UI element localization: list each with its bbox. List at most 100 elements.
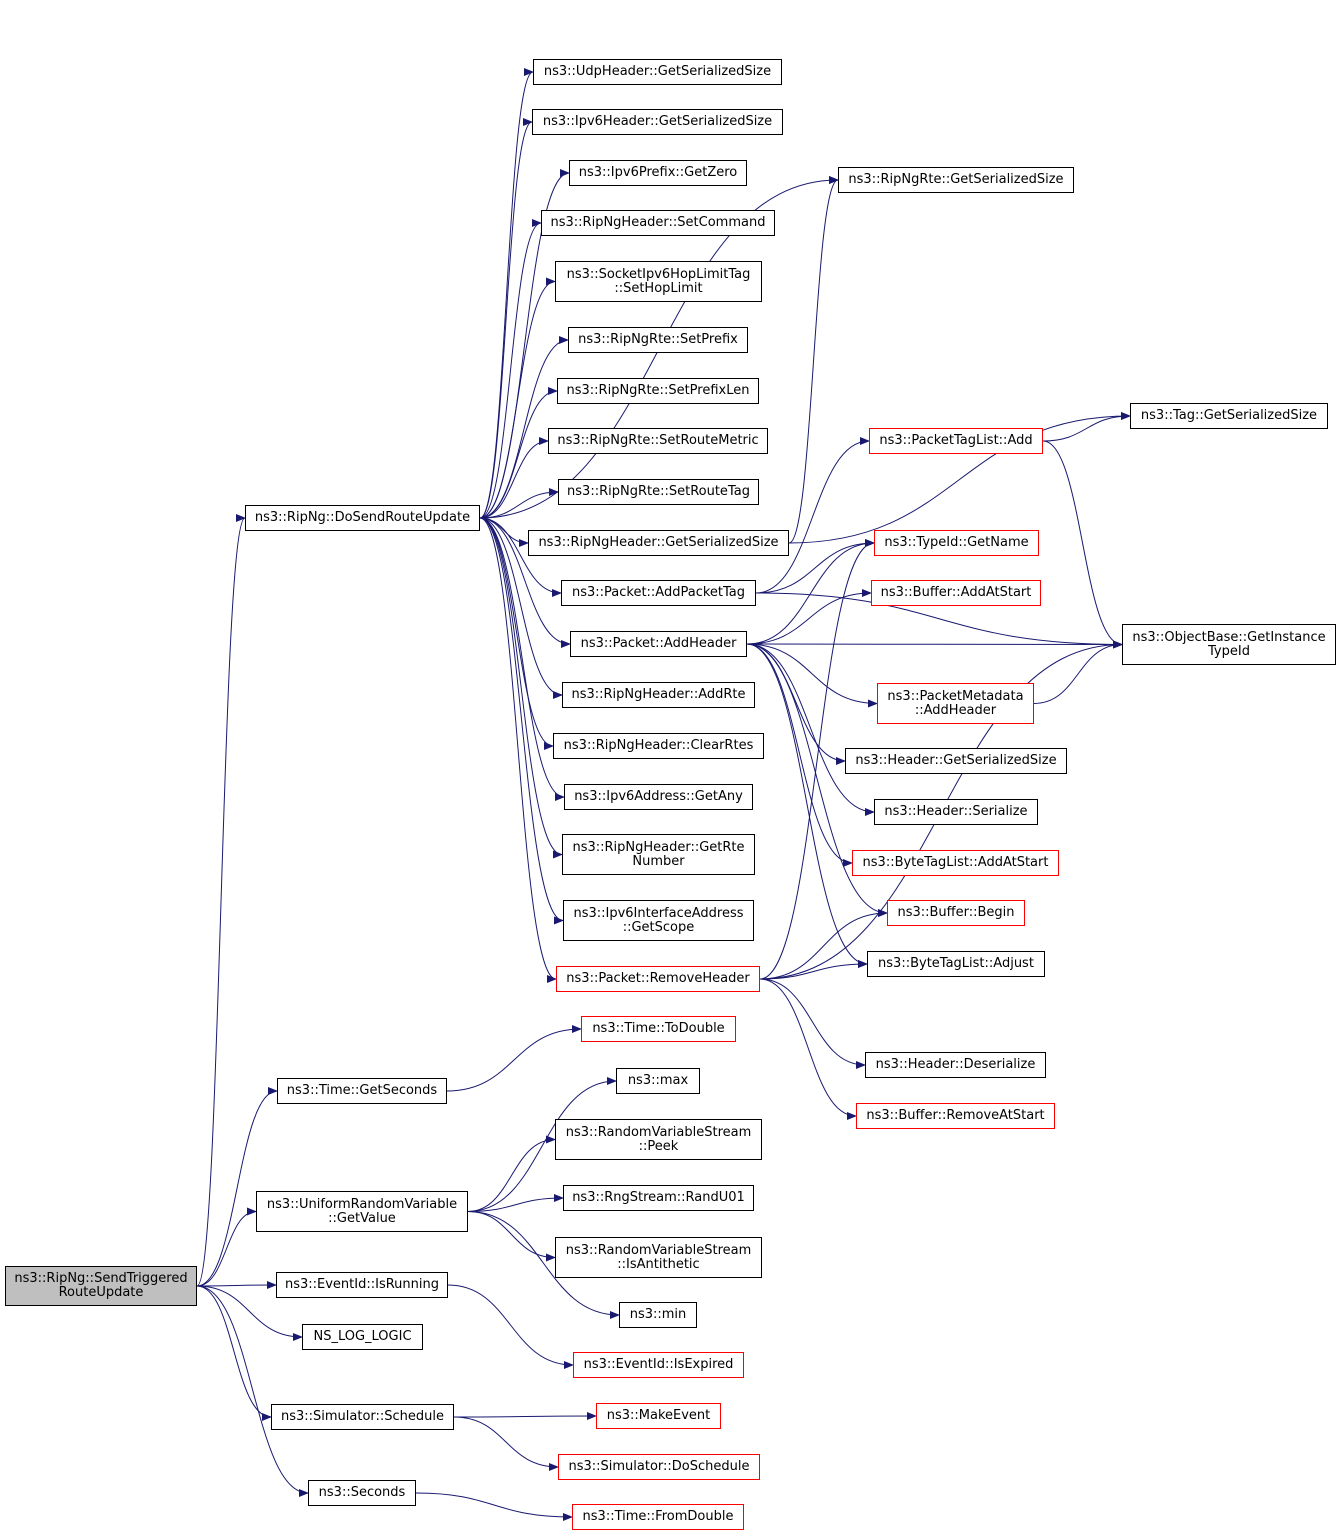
edge-pkt_remove-to-typeid_name	[759, 539, 875, 980]
node-buffer-remove-at-start[interactable]: ns3::Buffer::RemoveAtStart	[856, 1103, 1055, 1129]
edge-root-to-dosend	[196, 514, 246, 1287]
node-socket-ipv6-hop-limit-tag-set-hop-limit[interactable]: ns3::SocketIpv6HopLimitTag::SetHopLimit	[555, 261, 762, 302]
node-packet-remove-header[interactable]: ns3::Packet::RemoveHeader	[556, 966, 760, 992]
edge-pkt_remove-to-buf_begin	[759, 909, 888, 980]
node-ipv6-prefix-get-zero[interactable]: ns3::Ipv6Prefix::GetZero	[569, 160, 747, 186]
edge-urv_getvalue-to-ns3_max	[467, 1077, 617, 1212]
node-ripng-rte-set-prefix[interactable]: ns3::RipNgRte::SetPrefix	[568, 327, 748, 353]
edge-pkt_addtag-to-objbase_tid	[755, 592, 1123, 649]
node-ns-log-logic[interactable]: NS_LOG_LOGIC	[302, 1324, 423, 1350]
edge-pkt_addheader-to-pmeta_addh	[746, 643, 878, 708]
edge-dosend-to-pkt_addtag	[479, 517, 562, 597]
edge-dosend-to-ipv6if_scope	[479, 517, 564, 925]
node-ipv6-interface-address-get-scope[interactable]: ns3::Ipv6InterfaceAddress::GetScope	[563, 900, 754, 941]
edge-dosend-to-pkt_addheader	[479, 517, 571, 648]
node-tag-get-serialized-size[interactable]: ns3::Tag::GetSerializedSize	[1130, 403, 1328, 429]
node-event-id-is-running[interactable]: ns3::EventId::IsRunning	[276, 1272, 448, 1298]
node-packet-add-packet-tag[interactable]: ns3::Packet::AddPacketTag	[561, 580, 756, 606]
node-ripng-header-add-rte[interactable]: ns3::RipNgHeader::AddRte	[562, 682, 755, 708]
edge-urv_getvalue-to-rvs_isanti	[467, 1211, 556, 1262]
edge-dosend-to-pkt_remove	[479, 517, 557, 983]
edge-ripngh_gss-to-tag_gss	[788, 412, 1131, 544]
edge-pkt_addheader-to-buf_addstart	[746, 589, 872, 645]
edge-root-to-evt_isrunning	[196, 1281, 277, 1290]
edge-ripngh_gss-to-rte_gss	[788, 176, 839, 544]
edge-dosend-to-ripng_setcmd	[479, 219, 542, 519]
node-max[interactable]: ns3::max	[616, 1068, 700, 1094]
edge-pkt_addtag-to-ptl_add	[755, 437, 870, 594]
edge-pkt_addheader-to-objbase_tid	[746, 640, 1123, 649]
edge-root-to-time_getsec	[196, 1087, 278, 1287]
node-ipv6-header-get-serialized-size[interactable]: ns3::Ipv6Header::GetSerializedSize	[532, 109, 783, 135]
edge-dosend-to-udp_gss	[479, 68, 534, 519]
edge-dosend-to-ripngh_clear	[479, 517, 554, 750]
node-ripng-rte-set-route-tag[interactable]: ns3::RipNgRte::SetRouteTag	[558, 479, 759, 505]
node-ripng-header-clear-rtes[interactable]: ns3::RipNgHeader::ClearRtes	[553, 733, 764, 759]
node-type-id-get-name[interactable]: ns3::TypeId::GetName	[874, 530, 1039, 556]
node-time-from-double[interactable]: ns3::Time::FromDouble	[572, 1504, 744, 1530]
edge-evt_isrunning-to-evt_isexpired	[447, 1284, 574, 1369]
edge-urv_getvalue-to-rng_randu01	[467, 1194, 564, 1212]
node-min[interactable]: ns3::min	[619, 1302, 697, 1328]
node-buffer-begin[interactable]: ns3::Buffer::Begin	[887, 900, 1025, 926]
node-ripng-header-set-command[interactable]: ns3::RipNgHeader::SetCommand	[541, 210, 775, 236]
edge-root-to-ns_log_logic	[196, 1285, 303, 1341]
edge-ns3_seconds-to-time_fromdouble	[415, 1492, 573, 1521]
node-buffer-add-at-start[interactable]: ns3::Buffer::AddAtStart	[871, 580, 1041, 606]
edge-dosend-to-ripngh_addrte	[479, 517, 563, 699]
edge-pkt_addtag-to-typeid_name	[755, 539, 875, 594]
node-packet-tag-list-add[interactable]: ns3::PacketTagList::Add	[869, 428, 1043, 454]
node-seconds[interactable]: ns3::Seconds	[308, 1480, 416, 1506]
edge-urv_getvalue-to-rvs_peek	[467, 1135, 556, 1212]
node-udp-header-get-serialized-size[interactable]: ns3::UdpHeader::GetSerializedSize	[533, 59, 782, 85]
node-make-event[interactable]: ns3::MakeEvent	[596, 1403, 721, 1429]
node-ipv6-address-get-any[interactable]: ns3::Ipv6Address::GetAny	[564, 784, 753, 810]
node-packet-metadata-add-header[interactable]: ns3::PacketMetadata::AddHeader	[877, 683, 1034, 724]
node-ripng-rte-set-route-metric[interactable]: ns3::RipNgRte::SetRouteMetric	[548, 428, 768, 454]
edge-root-to-urv_getvalue	[196, 1207, 257, 1287]
node-event-id-is-expired[interactable]: ns3::EventId::IsExpired	[573, 1352, 744, 1378]
edge-pkt_addheader-to-buf_begin	[746, 643, 888, 917]
edge-dosend-to-rte_setprefixlen	[479, 387, 558, 519]
edge-root-to-ns3_seconds	[196, 1285, 309, 1497]
edge-dosend-to-ipv6addr_any	[479, 517, 565, 801]
node-byte-tag-list-adjust[interactable]: ns3::ByteTagList::Adjust	[867, 951, 1045, 977]
node-uniform-random-variable-get-value[interactable]: ns3::UniformRandomVariable::GetValue	[256, 1191, 468, 1232]
edge-dosend-to-ripngh_rtenum	[479, 517, 563, 859]
edge-pkt_remove-to-hdr_deser	[759, 978, 866, 1069]
node-ripng-rte-get-serialized-size[interactable]: ns3::RipNgRte::GetSerializedSize	[838, 167, 1074, 193]
edge-dosend-to-sock_sethop	[479, 277, 556, 519]
edge-time_getsec-to-time_todouble	[446, 1025, 582, 1092]
edge-root-to-sim_schedule	[196, 1285, 272, 1421]
node-rng-stream-rand-u01[interactable]: ns3::RngStream::RandU01	[563, 1185, 754, 1211]
edge-dosend-to-ipv6h_gss	[479, 118, 533, 519]
edge-sim_schedule-to-sim_dosched	[453, 1416, 559, 1471]
edge-dosend-to-rte_setmetric	[479, 437, 549, 519]
node-simulator-schedule[interactable]: ns3::Simulator::Schedule	[271, 1404, 454, 1430]
node-time-get-seconds[interactable]: ns3::Time::GetSeconds	[277, 1078, 447, 1104]
edge-pkt_addheader-to-typeid_name	[746, 539, 875, 645]
edge-urv_getvalue-to-ns3_min	[467, 1211, 620, 1319]
edge-pkt_addheader-to-btl_adjust	[746, 643, 868, 968]
node-header-serialize[interactable]: ns3::Header::Serialize	[874, 799, 1038, 825]
node-ripng-header-get-serialized-size[interactable]: ns3::RipNgHeader::GetSerializedSize	[528, 530, 789, 556]
node-packet-add-header[interactable]: ns3::Packet::AddHeader	[570, 631, 747, 657]
node-byte-tag-list-add-at-start[interactable]: ns3::ByteTagList::AddAtStart	[852, 850, 1059, 876]
node-random-variable-stream-is-antithetic[interactable]: ns3::RandomVariableStream::IsAntithetic	[555, 1237, 762, 1278]
node-random-variable-stream-peek[interactable]: ns3::RandomVariableStream::Peek	[555, 1119, 762, 1160]
node-simulator-do-schedule[interactable]: ns3::Simulator::DoSchedule	[558, 1454, 760, 1480]
node-header-get-serialized-size[interactable]: ns3::Header::GetSerializedSize	[845, 748, 1067, 774]
node-ripng-rte-set-prefix-len[interactable]: ns3::RipNgRte::SetPrefixLen	[557, 378, 759, 404]
edge-pkt_remove-to-buf_remstart	[759, 978, 857, 1120]
node-time-to-double[interactable]: ns3::Time::ToDouble	[581, 1016, 736, 1042]
edge-sim_schedule-to-make_event	[453, 1412, 597, 1421]
node-header-deserialize[interactable]: ns3::Header::Deserialize	[865, 1052, 1046, 1078]
edge-pmeta_addh-to-objbase_tid	[1033, 640, 1123, 704]
node-do-send-route-update[interactable]: ns3::RipNg::DoSendRouteUpdate	[245, 505, 480, 531]
edge-pkt_addheader-to-hdr_ser	[746, 643, 875, 816]
edge-ptl_add-to-objbase_tid	[1042, 440, 1123, 649]
